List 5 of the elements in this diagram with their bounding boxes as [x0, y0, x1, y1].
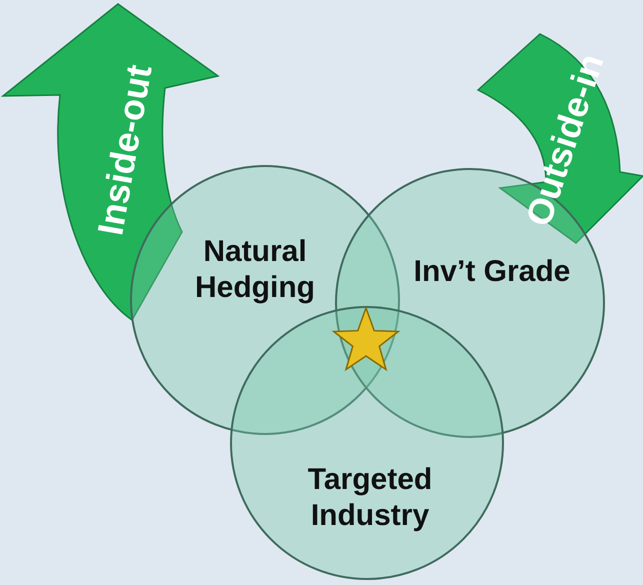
circle-label: Inv’t Grade [412, 254, 572, 290]
curved-arrow [474, 30, 643, 245]
circle-label: Natural Hedging [194, 234, 316, 306]
circle-label: Targeted Industry [306, 462, 434, 534]
arrow-label: Inside-out [89, 62, 161, 238]
